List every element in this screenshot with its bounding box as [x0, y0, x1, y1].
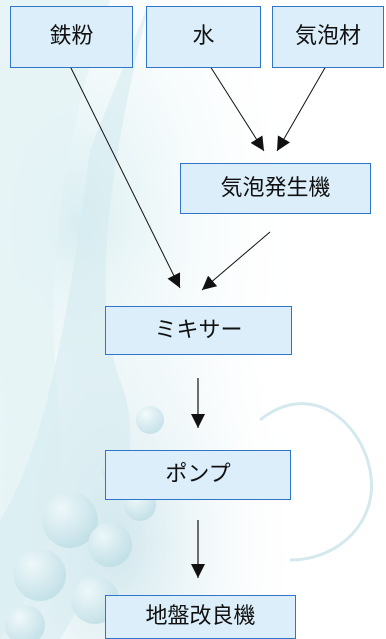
arrow-foam-agent-to-foam-generator: [276, 65, 327, 152]
node-foam-generator: 気泡発生機: [180, 163, 371, 214]
node-iron-powder: 鉄粉: [10, 6, 133, 68]
node-water: 水: [146, 6, 261, 68]
arrow-water-to-foam-generator: [209, 65, 265, 152]
node-water-label: 水: [192, 24, 215, 49]
node-foam-agent: 気泡材: [272, 6, 384, 68]
node-mixer-label: ミキサー: [154, 317, 243, 343]
node-mixer: ミキサー: [105, 306, 292, 355]
node-foam-generator-label: 気泡発生機: [220, 175, 331, 201]
node-ground-improvement-machine: 地盤改良機: [105, 595, 296, 639]
node-iron-powder-label: 鉄粉: [49, 24, 94, 49]
arrow-foam-generator-to-mixer: [201, 231, 271, 291]
node-ground-improvement-machine-label: 地盤改良機: [145, 604, 256, 629]
node-pump-label: ポンプ: [165, 462, 231, 487]
node-foam-agent-label: 気泡材: [294, 24, 361, 49]
arrow-iron-powder-to-mixer: [69, 65, 181, 289]
node-pump: ポンプ: [105, 450, 291, 500]
